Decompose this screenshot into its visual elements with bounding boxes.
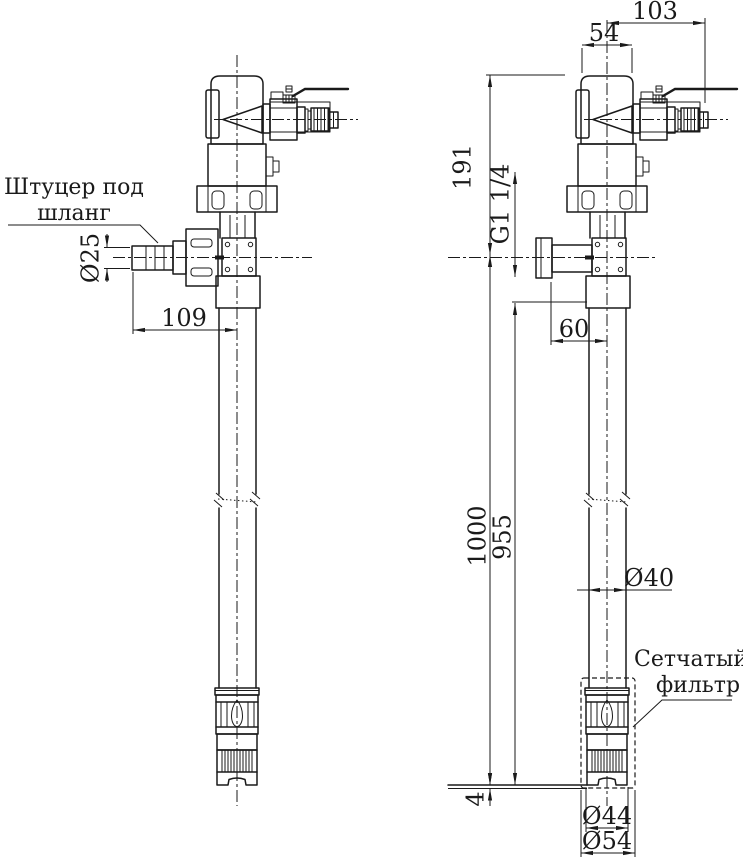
dim-total-length: 1000: [464, 505, 492, 566]
hose-fitting: [131, 228, 219, 287]
dim-outlet-offset: 60: [559, 315, 590, 343]
label-filter-line2: фильтр: [656, 673, 740, 698]
dim-tube-diameter: Ø40: [624, 564, 674, 592]
dim-filter-outer: Ø54: [582, 827, 632, 855]
dim-thread: G1 1/4: [487, 164, 515, 245]
label-hose-line1: Штуцер под: [4, 175, 144, 200]
dim-head-width: 54: [589, 19, 620, 47]
valve-handle-left: [291, 87, 350, 98]
dim-top-offset: 103: [632, 0, 678, 25]
dim-tube-length: 955: [489, 514, 517, 560]
valve-handle-right: [661, 87, 739, 98]
label-hose-line2: шланг: [37, 201, 111, 226]
left-view: Ø25 109 Штуцер под шланг: [4, 55, 358, 806]
dim-foot-gap: 4: [462, 791, 490, 806]
dim-filter-inner: Ø44: [582, 802, 632, 830]
dim-hose-diameter: Ø25: [77, 233, 105, 283]
dim-hose-offset: 109: [161, 304, 207, 332]
dim-head-height: 191: [449, 144, 477, 190]
outlet-port: [535, 237, 593, 279]
right-view: 103 54 191 G1 1/4 60 1000 955 Ø40 4 Ø44: [447, 0, 743, 857]
label-filter-line1: Сетчатый: [634, 647, 743, 672]
strainer-outline: [580, 677, 636, 789]
